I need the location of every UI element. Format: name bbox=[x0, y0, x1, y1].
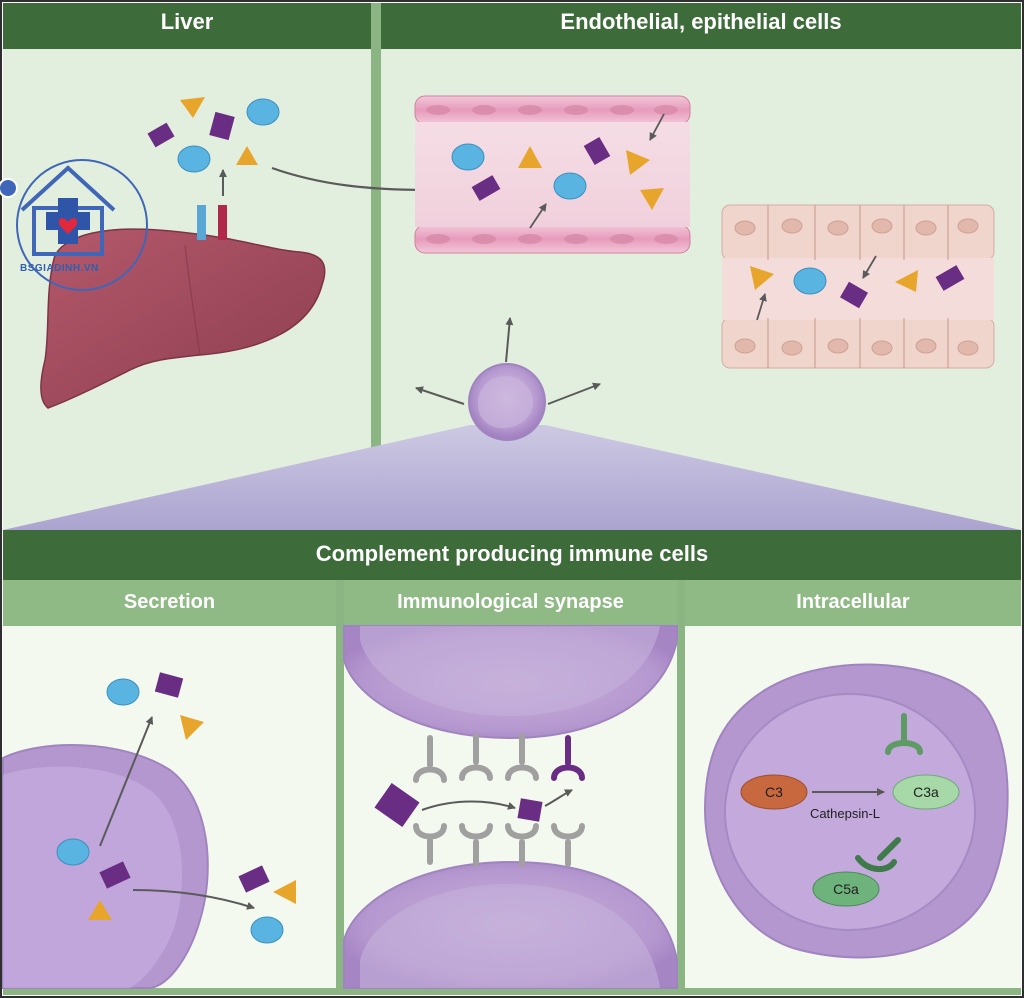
c5a-label: C5a bbox=[833, 881, 859, 897]
c3-node bbox=[740, 774, 808, 810]
watermark-logo bbox=[0, 159, 148, 291]
endothelial-vessel bbox=[414, 95, 691, 254]
synapse-receptors bbox=[413, 733, 585, 867]
intracellular-title: Intracellular bbox=[796, 591, 910, 613]
protein-purple-diamond bbox=[374, 782, 420, 828]
protein-blue-oval bbox=[56, 838, 90, 866]
upper-divider bbox=[371, 3, 381, 530]
protein-orange-triangle bbox=[88, 900, 112, 920]
synapse-arrow bbox=[544, 789, 573, 807]
protein-purple-diamond bbox=[99, 861, 131, 889]
cone-projection bbox=[3, 425, 1021, 530]
liver-title: Liver bbox=[160, 9, 214, 34]
synapse-bound-receptor bbox=[551, 735, 585, 781]
protein-orange-triangle bbox=[236, 146, 258, 165]
secretion-arrow-up bbox=[99, 716, 154, 847]
endothelial-header-bar bbox=[381, 3, 1021, 49]
protein-blue-oval bbox=[246, 98, 280, 126]
secretion-title: Secretion bbox=[123, 591, 216, 613]
protein-orange-triangle bbox=[626, 150, 650, 175]
secretion-arrow-right bbox=[132, 889, 255, 910]
protein-purple-fragment bbox=[517, 798, 543, 822]
cell-arrow-up bbox=[505, 317, 514, 363]
c3a-label: C3a bbox=[913, 784, 939, 800]
protein-orange-triangle bbox=[640, 188, 664, 210]
protein-purple-diamond bbox=[238, 865, 270, 893]
epithelial-arrow bbox=[756, 293, 767, 321]
protein-purple-diamond bbox=[583, 136, 611, 166]
protein-blue-oval bbox=[793, 267, 827, 295]
synapse-title: Immunological synapse bbox=[397, 591, 624, 613]
protein-purple-diamond bbox=[154, 672, 184, 698]
secreting-cell bbox=[2, 744, 209, 989]
lower-divider-1 bbox=[336, 580, 344, 992]
portal-vein bbox=[197, 205, 206, 240]
protein-blue-oval bbox=[451, 143, 485, 171]
protein-blue-oval bbox=[106, 678, 140, 706]
c5a-node bbox=[812, 871, 880, 907]
protein-orange-triangle bbox=[750, 266, 774, 290]
liver-organ bbox=[40, 205, 326, 409]
liver-header-bar bbox=[3, 3, 371, 49]
protein-purple-diamond bbox=[935, 265, 965, 291]
cell-arrow-left bbox=[415, 386, 465, 405]
protein-orange-triangle bbox=[895, 270, 918, 292]
protein-purple-diamond bbox=[471, 175, 501, 201]
epithelial-arrow bbox=[862, 255, 877, 279]
epithelial-tube bbox=[721, 204, 995, 369]
protein-blue-oval bbox=[553, 172, 587, 200]
c3-label: C3 bbox=[765, 784, 783, 800]
protein-blue-oval bbox=[177, 145, 211, 173]
lower-divider-2 bbox=[677, 580, 685, 992]
protein-purple-diamond bbox=[147, 122, 175, 148]
synapse-top-cell bbox=[343, 625, 678, 740]
hepatic-artery bbox=[218, 205, 227, 240]
vessel-arrow bbox=[529, 203, 547, 229]
protein-blue-oval bbox=[250, 916, 284, 944]
watermark-text: BSGIADINH.VN bbox=[20, 263, 99, 274]
protein-orange-triangle bbox=[518, 146, 542, 168]
cell-arrow-right bbox=[547, 382, 601, 405]
protein-orange-triangle bbox=[180, 715, 204, 740]
synapse-bottom-cell bbox=[343, 860, 678, 989]
immune-header-bar bbox=[3, 530, 1021, 580]
c5a-receptor bbox=[855, 837, 901, 872]
protein-purple-diamond bbox=[209, 111, 235, 141]
protein-orange-triangle bbox=[180, 97, 205, 118]
intracellular-cell bbox=[703, 663, 1009, 959]
immune-cell-small bbox=[468, 363, 546, 441]
protein-orange-triangle bbox=[273, 880, 296, 904]
bottom-border bbox=[3, 988, 1021, 995]
vessel-arrow bbox=[649, 113, 665, 141]
synapse-arrow bbox=[421, 800, 516, 811]
protein-purple-diamond bbox=[839, 281, 869, 309]
subheader-bar bbox=[3, 580, 1021, 626]
immune-cells-title: Complement producing immune cells bbox=[315, 541, 709, 566]
c3a-receptor bbox=[885, 713, 923, 755]
liver-to-vessel-arrow bbox=[271, 166, 429, 194]
cathepsin-label: Cathepsin-L bbox=[809, 806, 881, 821]
endothelial-title: Endothelial, epithelial cells bbox=[560, 9, 842, 34]
c3a-node bbox=[892, 774, 960, 810]
